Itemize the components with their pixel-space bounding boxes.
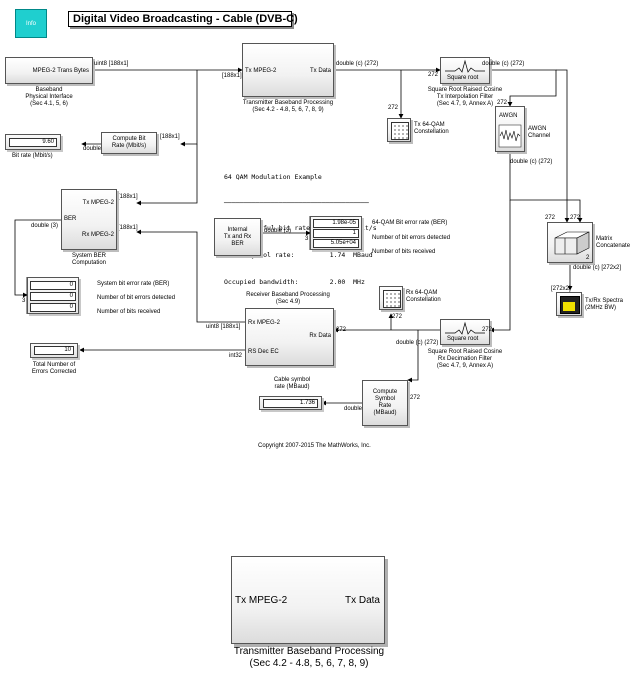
signal-label: [188x1] (118, 194, 138, 200)
spectrum-analyzer-block[interactable] (556, 292, 582, 316)
zoom-caption: Transmitter Baseband Processing (Sec 4.2… (233, 646, 385, 669)
signal-label: double (c) (272) (510, 159, 553, 165)
signal-label: int32 (229, 353, 243, 359)
signal-label: double (c) (272) (396, 340, 439, 346)
filter-response-icon (445, 59, 485, 73)
signal-label: 3 (22, 298, 26, 304)
tx-interpolation-filter-block[interactable]: Square root (440, 57, 490, 84)
sys-bits-label: Number of bits received (97, 309, 161, 315)
signal-label: double (344, 406, 363, 412)
signal-label: 272 (428, 72, 439, 78)
signal-label: 3 (305, 236, 309, 242)
noise-icon (498, 124, 522, 148)
tx-constellation-scope-block[interactable] (387, 118, 411, 142)
matrix-concatenate-block[interactable]: 2 (547, 222, 593, 263)
signal-label: double (3) (31, 223, 59, 229)
system-ber-computation-block[interactable]: Tx MPEG-2 BER Rx MPEG-2 (61, 189, 117, 250)
model-title: Digital Video Broadcasting - Cable (DVB-… (68, 11, 298, 27)
errors-corrected-display: 10 (30, 343, 78, 358)
qam-errors-label: Number of bit errors detected (372, 235, 451, 241)
tx-filter-caption: Square Root Raised Cosine Tx Interpolati… (427, 87, 503, 107)
matrix-icon (554, 231, 590, 255)
rx-proc-caption: Receiver Baseband Processing (Sec 4.9) (246, 292, 330, 305)
awgn-channel-block[interactable]: AWGN (495, 106, 525, 152)
signal-label: 272 (336, 327, 347, 333)
matrix-caption: Matrix Concatenate (596, 236, 631, 249)
signal-label: [272x2] (551, 286, 571, 292)
constellation-icon (391, 122, 409, 140)
rx-constellation-scope-block[interactable] (379, 286, 403, 310)
signal-label: 272 (570, 215, 581, 221)
bit-rate-caption: Bit rate (Mbit/s) (12, 153, 53, 159)
tx-const-caption: Tx 64-QAM Constellation (414, 122, 449, 135)
spectrum-icon (560, 296, 580, 314)
constellation-icon (383, 290, 401, 308)
rx-filter-caption: Square Root Raised Cosine Rx Decimation … (427, 349, 503, 369)
signal-label: double (3) (264, 228, 292, 234)
symbol-rate-caption: Cable symbol rate (MBaud) (273, 377, 311, 390)
baseband-if-caption: Baseband Physical Interface (Sec 4.1, 5,… (25, 87, 73, 107)
qam-ber-label: 64-QAM Bit error rate (BER) (372, 220, 448, 226)
signal-label: 272 (497, 100, 508, 106)
signal-label: [188x1] (160, 134, 180, 140)
signal-label: double (c) (272) (482, 61, 525, 67)
copyright-text: Copyright 2007-2015 The MathWorks, Inc. (258, 443, 371, 449)
qam-ber-display: 1.98e-05 1 5.05e+04 (310, 216, 362, 250)
receiver-baseband-processing-block[interactable]: Rx MPEG-2 Rx Data RS Dec EC (245, 308, 334, 366)
errors-corrected-caption: Total Number of Errors Corrected (31, 362, 77, 375)
rx-decimation-filter-block[interactable]: Square root (440, 319, 490, 345)
ber-comp-caption: System BER Computation (71, 253, 107, 266)
rx-const-caption: Rx 64-QAM Constellation (406, 290, 441, 303)
signal-label: uint8 [188x1] (94, 61, 129, 67)
example-description: 64 QAM Modulation Example ──────────────… (224, 173, 377, 286)
bit-rate-display: 9.60 (5, 134, 61, 150)
info-button[interactable]: Info (15, 9, 47, 38)
signal-label: double (83, 146, 102, 152)
signal-label: [188x1] (222, 73, 242, 79)
symbol-rate-display: 1.736 (259, 396, 322, 410)
signal-label: 272 (482, 327, 493, 333)
qam-bits-label: Number of bits received (372, 249, 436, 255)
awgn-caption: AWGN Channel (528, 126, 551, 139)
signal-label: [188x1] (118, 225, 138, 231)
compute-bit-rate-block[interactable]: Compute Bit Rate (Mbit/s) (101, 132, 157, 154)
signal-label: double (c) [272x2] (573, 265, 622, 271)
tx-proc-caption: Transmitter Baseband Processing (Sec 4.2… (242, 100, 334, 113)
signal-label: 272 (410, 395, 421, 401)
transmitter-baseband-processing-block[interactable]: Tx MPEG-2 Tx Data (242, 43, 334, 97)
sys-errors-label: Number of bit errors detected (97, 295, 176, 301)
signal-label: uint8 [188x1] (206, 324, 241, 330)
signal-label: double (c) (272) (336, 61, 379, 67)
sys-ber-label: System bit error rate (BER) (97, 281, 170, 287)
signal-label: 272 (545, 215, 556, 221)
baseband-physical-interface-block[interactable]: MPEG-2 Trans Bytes (5, 57, 93, 84)
filter-response-icon (445, 321, 485, 335)
internal-ber-block[interactable]: Internal Tx and Rx BER (214, 218, 261, 256)
transmitter-baseband-processing-zoom-block[interactable]: Tx MPEG-2 Tx Data (231, 556, 385, 644)
system-ber-display: 0 0 0 (27, 277, 79, 314)
compute-symbol-rate-block[interactable]: Compute Symbol Rate (MBaud) (362, 380, 408, 426)
spectra-caption: Tx/Rx Spectra (2MHz BW) (585, 298, 624, 311)
signal-label: 272 (388, 105, 399, 111)
signal-label: 272 (392, 314, 403, 320)
